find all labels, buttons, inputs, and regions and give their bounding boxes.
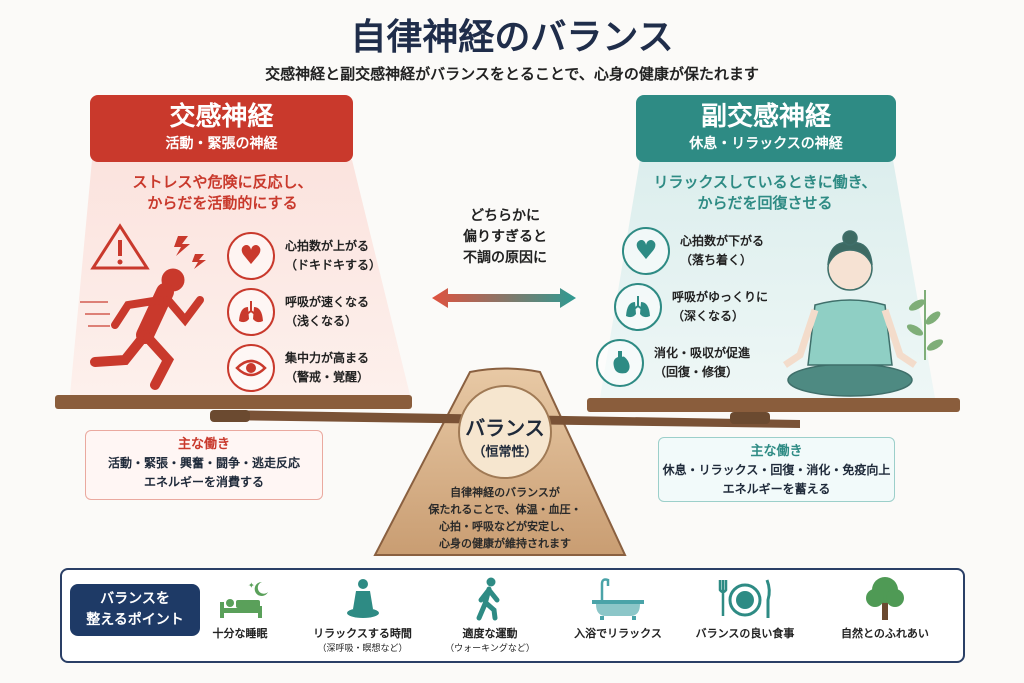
point-label: リラックスする時間 — [313, 627, 412, 640]
main-line: エネルギーを消費する — [143, 475, 264, 489]
balance-subtitle: （恒常性） — [472, 445, 538, 460]
main-heading: 主な働き — [750, 444, 803, 459]
lead-line: ストレスや危険に反応し、 — [132, 173, 313, 191]
sympathetic-lead: ストレスや危険に反応し、 からだを活動的にする — [80, 172, 365, 214]
main-line: 休息・リラックス・回復・消化・免疫向上 — [662, 463, 891, 477]
lead-line: リラックスしているときに働き、 — [653, 173, 877, 191]
effect-label: 消化・吸収が促進 — [654, 346, 751, 360]
meditating-person-icon — [783, 230, 917, 397]
meal-icon — [718, 579, 771, 618]
lightning-icon — [174, 236, 190, 256]
sympathetic-title: 交感神経 — [169, 102, 274, 132]
balance-points-panel — [60, 568, 965, 663]
balance-title: バランス — [465, 416, 545, 440]
lead-line: からだを回復させる — [697, 194, 833, 212]
warning-icon — [90, 223, 150, 270]
point-label: 適度な運動 — [462, 627, 518, 640]
effect-item: 呼吸が速くなる （浅くなる） — [227, 284, 381, 340]
desc-line: 自律神経のバランスが — [450, 486, 560, 499]
point-sublabel: （ウォーキングなど） — [445, 644, 535, 654]
walking-icon — [476, 577, 500, 621]
balance-description: 自律神経のバランスが 保たれることで、体温・血圧・ 心拍・呼吸などが安定し、 心… — [405, 484, 605, 552]
page-title: 自律神経のバランス — [350, 17, 674, 58]
point-label: 十分な睡眠 — [212, 627, 268, 640]
sympathetic-effects: ♥ 心拍数が上がる （ドキドキする） 呼吸が速くなる （浅くなる） 集中力が高まる （… — [227, 228, 381, 396]
effect-label: 呼吸が速くなる — [285, 295, 370, 309]
effect-detail: （ドキドキする） — [285, 258, 382, 272]
desc-line: 保たれることで、体温・血圧・ — [428, 503, 582, 516]
point-label: 自然とのふれあい — [841, 627, 929, 640]
effect-item: 集中力が高まる （警戒・覚醒） — [227, 340, 381, 396]
tree-icon — [866, 577, 904, 620]
effect-detail: （警戒・覚醒） — [285, 370, 370, 384]
effect-label: 心拍数が上がる — [285, 239, 370, 253]
desc-line: 心身の健康が維持されます — [439, 537, 571, 550]
point-bath: 入浴でリラックス — [563, 576, 673, 641]
sympathetic-subtitle: 活動・緊張の神経 — [165, 136, 278, 152]
effect-item: ♥ 心拍数が上がる （ドキドキする） — [227, 228, 381, 284]
heart-icon: ♥ — [622, 227, 670, 275]
parasympathetic-subtitle: 休息・リラックスの神経 — [689, 136, 843, 152]
warning-line: 偏りすぎると — [463, 229, 547, 245]
balance-label: バランス （恒常性） — [455, 412, 555, 460]
parasympathetic-header: 副交感神経 休息・リラックスの神経 — [636, 95, 896, 162]
sympathetic-header: 交感神経 活動・緊張の神経 — [90, 95, 353, 162]
page-subtitle: 交感神経と副交感神経がバランスをとることで、心身の健康が保たれます — [265, 65, 759, 83]
parasympathetic-main-functions: 主な働き 休息・リラックス・回復・消化・免疫向上 エネルギーを蓄える — [658, 437, 895, 502]
parasympathetic-lead: リラックスしているときに働き、 からだを回復させる — [610, 172, 920, 214]
balance-points-badge: バランスを 整えるポイント — [70, 584, 200, 636]
warning-line: 不調の原因に — [463, 250, 547, 266]
left-plate — [55, 395, 412, 409]
sympathetic-main-functions: 主な働き 活動・緊張・興奮・闘争・逃走反応 エネルギーを消費する — [85, 430, 323, 500]
point-sleep: ✦ 十分な睡眠 — [190, 576, 290, 641]
lungs-icon — [227, 288, 275, 336]
lungs-icon — [614, 283, 662, 331]
meditation-icon — [346, 579, 379, 618]
point-meal: バランスの良い食事 — [685, 576, 805, 641]
effect-detail: （深くなる） — [672, 309, 745, 323]
effect-detail: （回復・修復） — [654, 365, 739, 379]
lead-line: からだを活動的にする — [147, 194, 298, 212]
effect-item: 呼吸がゆっくりに （深くなる） — [614, 279, 768, 335]
warning-line: どちらかに — [470, 208, 540, 224]
effect-label: 集中力が高まる — [285, 351, 370, 365]
svg-text:✦: ✦ — [248, 581, 255, 590]
eye-icon — [227, 344, 275, 392]
effect-item: ♥ 心拍数が下がる （落ち着く） — [622, 223, 768, 279]
parasympathetic-title: 副交感神経 — [700, 102, 831, 132]
parasympathetic-effects: ♥ 心拍数が下がる （落ち着く） 呼吸がゆっくりに （深くなる） 消化・吸収が促進 （… — [596, 223, 768, 391]
point-label: バランスの良い食事 — [695, 627, 795, 640]
point-relax: リラックスする時間 （深呼吸・瞑想など） — [305, 576, 420, 654]
effect-label: 呼吸がゆっくりに — [672, 290, 769, 304]
point-exercise: 適度な運動 （ウォーキングなど） — [435, 576, 545, 654]
main-heading: 主な働き — [177, 437, 230, 452]
main-line: 活動・緊張・興奮・闘争・逃走反応 — [107, 456, 300, 470]
point-label: 入浴でリラックス — [574, 627, 662, 640]
right-plate — [587, 398, 960, 412]
effect-label: 心拍数が下がる — [680, 234, 765, 248]
main-line: エネルギーを蓄える — [722, 482, 831, 496]
desc-line: 心拍・呼吸などが安定し、 — [439, 520, 571, 533]
runner-icon — [80, 268, 204, 390]
point-nature: 自然とのふれあい — [830, 574, 940, 641]
badge-line: 整えるポイント — [86, 612, 184, 628]
effect-detail: （落ち着く） — [680, 253, 753, 267]
point-sublabel: （深呼吸・瞑想など） — [317, 644, 408, 654]
badge-line: バランスを — [100, 591, 170, 607]
heart-icon: ♥ — [227, 232, 275, 280]
imbalance-warning: どちらかに 偏りすぎると 不調の原因に — [430, 206, 580, 269]
stomach-icon — [596, 339, 644, 387]
balance-arrow — [432, 288, 576, 308]
bathtub-icon — [592, 578, 644, 620]
sleep-icon: ✦ — [220, 581, 268, 618]
effect-detail: （浅くなる） — [285, 314, 358, 328]
plant-icon — [906, 290, 944, 360]
effect-item: 消化・吸収が促進 （回復・修復） — [596, 335, 768, 391]
